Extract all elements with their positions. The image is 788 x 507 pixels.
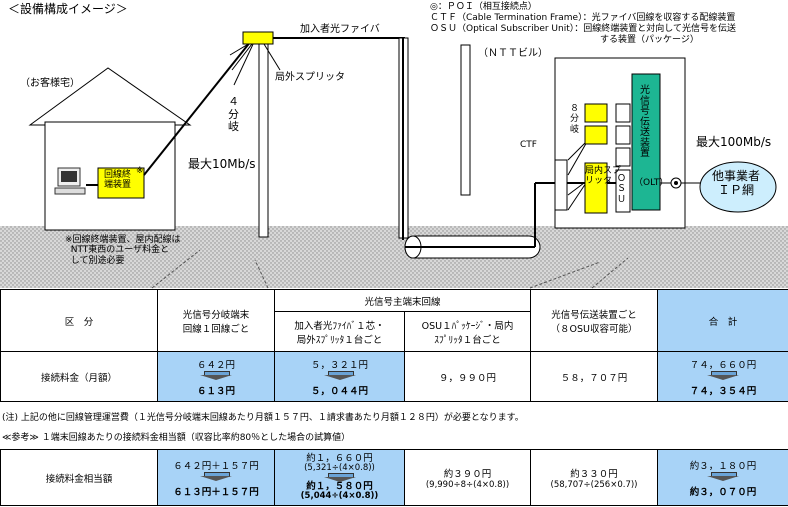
ref-col2-old-formula: (5,321÷(4×0.8)): [304, 462, 375, 473]
down-arrow-icon: [320, 370, 360, 380]
legend-osu-2: する装置（パッケージ）: [600, 35, 699, 45]
ref-col1: ６４２円＋１５７円 ６１３円＋１５７円: [157, 449, 275, 506]
other-carrier-label: 他事業者 ＩＰ網: [712, 169, 761, 197]
fee-col2-new: ５，０４４円: [310, 385, 368, 397]
outdoor-splitter-box: [242, 31, 274, 45]
ref-col2-old: 約１，６６０円: [306, 452, 373, 464]
fee-col2-old: ５，３２１円: [310, 359, 368, 371]
connection-fee-table: 区 分 光信号分岐端末 回線１回線ごと 光信号主端末回線 光信号伝送装置ごと （…: [0, 289, 788, 402]
indoor-splitter-box: [584, 162, 608, 214]
fee-col1-new: ６１３円: [196, 385, 235, 397]
ref-col1-new: ６１３円＋１５７円: [173, 486, 259, 498]
ref-col4-formula: (58,707÷(256×0.7)): [550, 479, 638, 490]
reference-fee-table: 接続料金相当額 ６４２円＋１５７円 ６１３円＋１５７円 約１，６６０円(5,321…: [0, 449, 788, 506]
ground-band: [0, 226, 788, 288]
fee-total-new: ７４，３５４円: [689, 385, 757, 397]
customer-house-label: （お客様宅）: [20, 78, 80, 89]
down-arrow-icon: [196, 471, 236, 481]
ref-col2-new-formula: (5,044÷(4×0.8)): [300, 491, 379, 502]
ref-col4-value: 約３３０円: [570, 468, 618, 480]
onu-mark: ※: [136, 166, 144, 176]
osu-box: [615, 169, 631, 213]
legend-ctf: ＣＴＦ（Cable Termination Frame）：光ファイバ回線を収容す…: [430, 13, 736, 23]
fee-col1-old: ６４２円: [196, 359, 235, 371]
kubun-header: 区 分: [0, 289, 158, 352]
ref-total-new: 約３，０７０円: [689, 486, 757, 498]
ref-col4: 約３３０円(58,707÷(256×0.7)): [530, 449, 658, 506]
other-carrier-cloud: [699, 161, 777, 213]
legend-poi: ◎：ＰＯＩ（相互接続点）: [430, 2, 537, 12]
subscriber-fiber-label: 加入者光ファイバ: [300, 24, 380, 35]
ctf-box: [554, 159, 568, 211]
col3-header: OSU１ﾊﾟｯｹｰｼﾞ・局内 ｽﾌﾟﾘｯﾀ１台ごと: [403, 311, 532, 352]
col4-header: 光信号伝送装置ごと （８OSU収容可能）: [530, 289, 659, 352]
olt-label: （OLT）: [634, 178, 669, 188]
group-header: 光信号主端末回線: [273, 289, 532, 312]
ref-col3: 約３９０円(9,990÷8÷(4×0.8)): [404, 449, 531, 506]
diagram-title: ＜設備構成イメージ＞: [8, 2, 128, 16]
fee-col2: ５，３２１円 ５，０４４円: [274, 351, 405, 402]
onu-box: [97, 167, 145, 199]
fee-col1: ６４２円 ６１３円: [157, 351, 275, 402]
ref-col3-value: 約３９０円: [443, 468, 492, 480]
total-header: 合 計: [657, 289, 788, 352]
ref-col3-formula: (9,990÷8÷(4×0.8)): [425, 479, 510, 490]
utility-pole-3: [460, 44, 471, 196]
col1-header: 光信号分岐端末 回線１回線ごと: [157, 289, 275, 352]
down-arrow-icon: [196, 370, 236, 380]
fee-total-old: ７４，６６０円: [689, 359, 757, 371]
indoor-splitter-label: 局内スプ リッタ: [585, 166, 622, 187]
ref-col2-new: 約１，５８０円: [306, 481, 373, 493]
ref-total: 約３，１８０円約３，０７０円: [657, 449, 788, 506]
max10-label: 最大10Mb/s: [188, 157, 256, 171]
note-1: (注) 上記の他に回線管理運営費（１光信号分岐端末回線あたり月額１５７円、１請求…: [2, 413, 524, 423]
onu-note: ※回線終端装置、屋内配線は NTT東西のユーザ料金と して別途必要: [65, 235, 181, 266]
note-2: ≪参考≫ １端末回線あたりの接続料金相当額（収容比率約80％とした場合の試算値）: [2, 433, 351, 443]
ctf-label: CTF: [520, 140, 537, 150]
fee-col3: ９，９９０円: [403, 351, 532, 402]
down-arrow-icon: [703, 471, 743, 481]
col2-header: 加入者光ﾌｧｲﾊﾞ１芯・ 局外ｽﾌﾟﾘｯﾀ１台ごと: [274, 311, 405, 352]
utility-pole-1: [258, 31, 269, 238]
ref-col2: 約１，６６０円(5,321÷(4×0.8)) 約１，５８０円(5,044÷(4×0…: [274, 449, 405, 506]
legend-osu-1: ＯＳＵ（Optical Subscriber Unit）：回線終端装置と対向して…: [430, 24, 736, 34]
branch4-label: ４ 分 岐: [228, 95, 239, 134]
osu-label: ＯＳＵ: [617, 174, 627, 205]
ref-col1-old: ６４２円＋１５７円: [173, 460, 259, 472]
fee-col4: ５８，７０７円: [530, 351, 659, 402]
ref-row-label: 接続料金相当額: [0, 449, 158, 506]
computer-icon: [54, 167, 86, 195]
fee-row-label: 接続料金（月額）: [0, 351, 158, 402]
ntt-building-label: （ＮＴＴビル）: [478, 48, 548, 59]
fee-total: ７４，６６０円 ７４，３５４円: [657, 351, 788, 402]
outdoor-splitter-label: 局外スプリッタ: [275, 72, 345, 83]
branch8-label: ８ 分 岐: [570, 104, 580, 135]
down-arrow-icon: [320, 472, 360, 482]
olt-box: [631, 73, 661, 211]
onu-label: 回線終 端装置: [104, 170, 132, 191]
olt-box-label: 光信号伝送装置: [640, 85, 650, 159]
ref-total-old: 約３，１８０円: [689, 460, 757, 472]
down-arrow-icon: [703, 370, 743, 380]
max100-label: 最大100Mb/s: [696, 135, 772, 149]
house-roof: [28, 67, 192, 126]
